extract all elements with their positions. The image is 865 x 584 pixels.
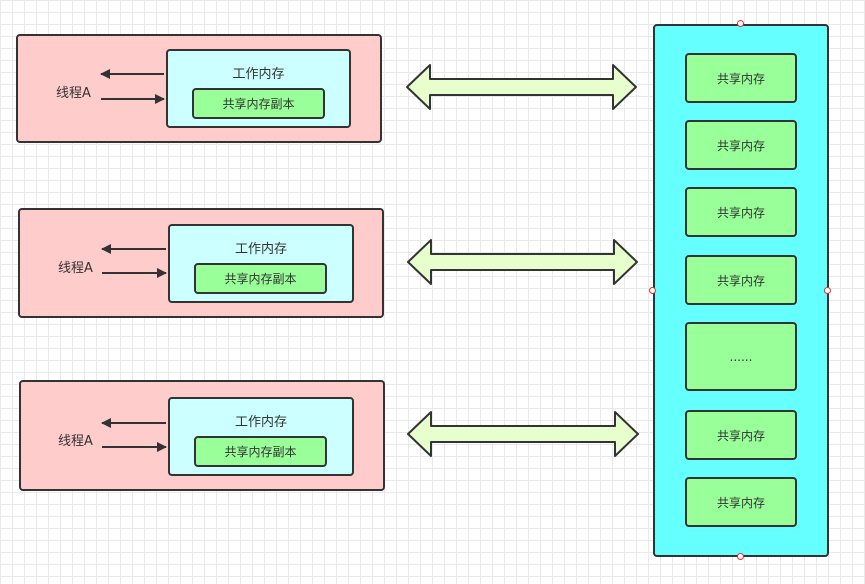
work-memory-title: 工作内存 — [232, 67, 285, 82]
shared-memory-box: 共享内存 — [685, 53, 797, 103]
selection-handle[interactable] — [737, 20, 744, 27]
ellipsis-box: ...... — [685, 322, 797, 391]
work-memory-box: 工作内存 共享内存副本 — [166, 49, 351, 128]
thread-box-2: 线程A 工作内存 共享内存副本 — [18, 208, 384, 318]
work-memory-box: 工作内存 共享内存副本 — [168, 224, 354, 303]
work-memory-box: 工作内存 共享内存副本 — [168, 397, 354, 476]
shared-memory-copy-box: 共享内存副本 — [194, 263, 327, 294]
thread-label: 线程A — [56, 86, 91, 101]
main-memory-box: 共享内存 共享内存 共享内存 共享内存 ...... 共享内存 共享内存 — [653, 24, 829, 557]
shared-memory-box: 共享内存 — [685, 187, 797, 237]
thread-label: 线程A — [58, 434, 93, 449]
thread-label: 线程A — [58, 261, 93, 276]
shared-memory-box: 共享内存 — [685, 477, 797, 527]
selection-handle[interactable] — [649, 287, 656, 294]
shared-memory-box: 共享内存 — [685, 120, 797, 170]
thread-box-1: 线程A 工作内存 共享内存副本 — [16, 34, 382, 143]
selection-handle[interactable] — [737, 553, 744, 560]
work-memory-title: 工作内存 — [234, 242, 287, 257]
shared-memory-copy-box: 共享内存副本 — [194, 436, 327, 467]
thread-box-3: 线程A 工作内存 共享内存副本 — [19, 380, 385, 491]
shared-memory-box: 共享内存 — [685, 255, 797, 305]
sync-double-arrow — [407, 411, 639, 457]
shared-memory-box: 共享内存 — [685, 410, 797, 460]
sync-double-arrow — [406, 64, 637, 110]
selection-handle[interactable] — [824, 287, 831, 294]
sync-double-arrow — [407, 239, 638, 285]
work-memory-title: 工作内存 — [234, 415, 287, 430]
shared-memory-copy-box: 共享内存副本 — [192, 88, 325, 119]
